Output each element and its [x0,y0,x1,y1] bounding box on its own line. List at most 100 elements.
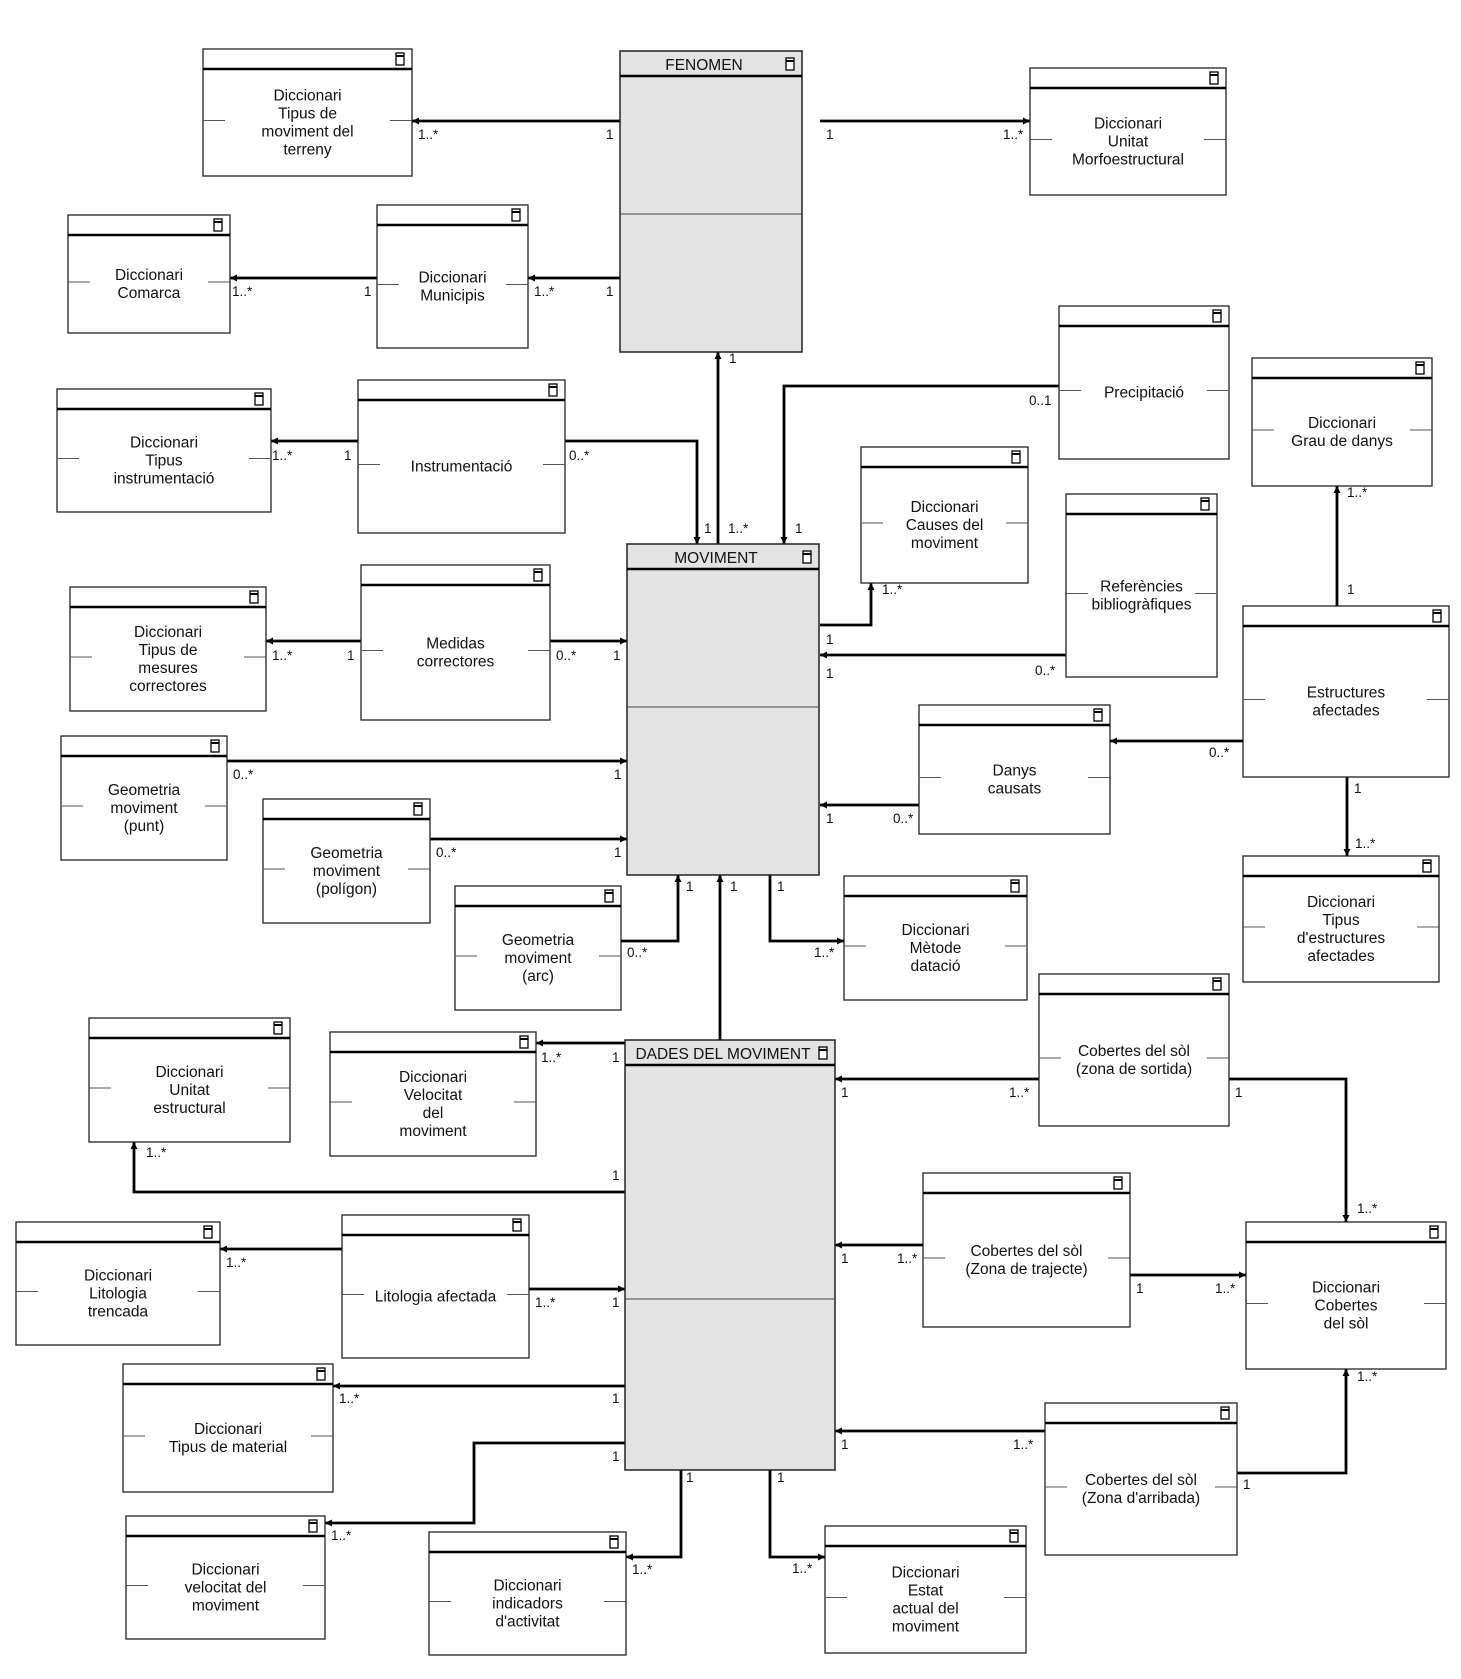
class-body [619,50,803,353]
box-label-line: Tipus [1322,912,1360,929]
window-icon [254,392,264,406]
window-icon [548,383,558,397]
box-label-line: Diccionari [399,1069,467,1086]
box-moviment: MOVIMENT [626,543,820,876]
window-icon [1415,361,1425,375]
window-icon [785,57,795,71]
box-label-line: Diccionari [418,270,486,287]
multiplicity-label: 1 [841,1251,849,1266]
box-frame [1058,305,1230,460]
box-label-line: Tipus de [139,642,198,659]
box-label-line: moviment [504,950,572,967]
window-icon [395,52,405,66]
box-frame [1251,357,1433,487]
window-icon [308,1519,318,1533]
multiplicity-label: 1..* [632,1562,653,1577]
multiplicity-label: 1 [613,648,621,663]
window-icon [1212,309,1222,323]
window-icon [1220,1406,1230,1420]
box-fenomen: FENOMEN [619,50,803,353]
box-label-line: (punt) [124,818,165,835]
window-icon [1011,450,1021,464]
box-label-line: Diccionari [84,1268,152,1285]
multiplicity-label: 1..* [1347,485,1368,500]
box-label-line: (polígon) [316,881,377,898]
class-title: FENOMEN [665,57,743,74]
window-icon [1200,497,1210,511]
multiplicity-label: 1..* [331,1528,352,1543]
window-icon [213,218,223,232]
box-label-line: Velocitat [404,1087,463,1104]
box-precipitacio: Precipitació [1058,305,1230,460]
multiplicity-label: 1..* [418,127,439,142]
connector-instrumentacio-to-moviment [565,439,701,544]
multiplicity-label: 1 [686,879,694,894]
box-label-line: (zona de sortida) [1076,1061,1192,1078]
box-label-line: Precipitació [1104,385,1184,402]
multiplicity-label: 1..* [535,1295,556,1310]
window-icon [511,208,521,222]
box-label-line: afectades [1307,948,1374,965]
box-label-line: Diccionari [191,1562,259,1579]
box-label-line: Litologia afectada [375,1289,497,1306]
box-label-line: Diccionari [273,88,341,105]
box-label-line: Geometria [108,782,181,799]
multiplicity-label: 0..* [627,945,648,960]
box-frame [918,704,1111,835]
box-frame [1242,605,1450,778]
box-label-line: Referències [1100,579,1183,596]
box-frame [360,564,551,721]
window-icon [1010,879,1020,893]
box-label-line: Diccionari [115,267,183,284]
multiplicity-label: 1 [364,284,372,299]
multiplicity-label: 1 [795,521,803,536]
box-label-line: moviment [110,800,178,817]
multiplicity-label: 1 [729,351,737,366]
window-icon [1422,859,1432,873]
window-icon [413,802,423,816]
class-body [624,1039,836,1471]
box-label-line: Litologia [89,1286,147,1303]
box-litologia-afectada: Litologia afectada [341,1214,530,1359]
box-label-line: estructural [153,1100,225,1117]
box-label-line: Mètode [910,940,962,957]
multiplicity-label: 1 [841,1437,849,1452]
multiplicity-label: 1 [606,284,614,299]
box-label-line: Medidas [426,636,485,653]
box-label-line: Diccionari [130,435,198,452]
box-label-line: terreny [283,142,331,159]
multiplicity-label: 1..* [1357,1201,1378,1216]
multiplicity-label: 1..* [146,1145,167,1160]
multiplicity-label: 1 [826,127,834,142]
box-label-line: trencada [88,1304,149,1321]
box-layer: FENOMEN MOVIMENT DADES DEL MOVIMENT Diccion… [15,48,1450,1656]
window-icon [802,550,812,564]
window-icon [273,1021,283,1035]
multiplicity-label: 1 [730,879,738,894]
box-label-line: Unitat [169,1082,210,1099]
multiplicity-label: 1 [1354,781,1362,796]
box-label-line: datació [911,958,961,975]
class-body [626,543,820,876]
box-label-line: velocitat del [185,1580,267,1597]
box-label-line: Unitat [1108,134,1149,151]
multiplicity-label: 0..* [233,767,254,782]
multiplicity-label: 1 [686,1470,694,1485]
multiplicity-label: 1 [704,521,712,536]
class-title: DADES DEL MOVIMENT [635,1046,811,1063]
multiplicity-label: 0..* [893,811,914,826]
multiplicity-label: 1 [612,1050,620,1065]
